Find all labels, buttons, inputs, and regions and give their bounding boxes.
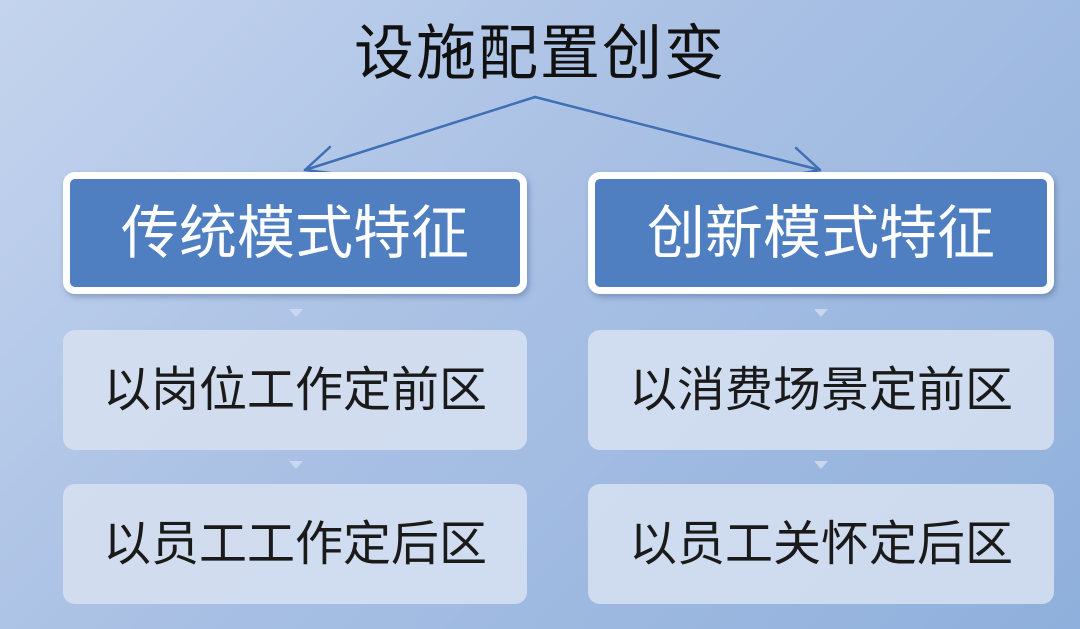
item-traditional-front-label: 以岗位工作定前区 [102, 362, 487, 418]
connector-chevron [814, 309, 828, 317]
header-innovative-label: 创新模式特征 [646, 199, 995, 267]
connector-chevron [814, 461, 828, 469]
item-innovative-back: 以员工关怀定后区 [588, 484, 1054, 604]
item-traditional-back-label: 以员工工作定后区 [102, 516, 487, 572]
header-traditional-label: 传统模式特征 [120, 199, 469, 267]
item-innovative-back-label: 以员工关怀定后区 [628, 516, 1013, 572]
item-innovative-front-label: 以消费场景定前区 [628, 362, 1013, 418]
header-innovative: 创新模式特征 [588, 172, 1054, 294]
item-traditional-front: 以岗位工作定前区 [63, 330, 527, 450]
diagram-title: 设施配置创变 [354, 19, 726, 89]
connector-chevron [289, 461, 303, 469]
arrow-left-line [303, 95, 537, 172]
arrow-right-line [533, 95, 822, 172]
connector-chevron [289, 309, 303, 317]
item-traditional-back: 以员工工作定后区 [63, 484, 527, 604]
header-traditional: 传统模式特征 [63, 172, 527, 294]
item-innovative-front: 以消费场景定前区 [588, 330, 1054, 450]
